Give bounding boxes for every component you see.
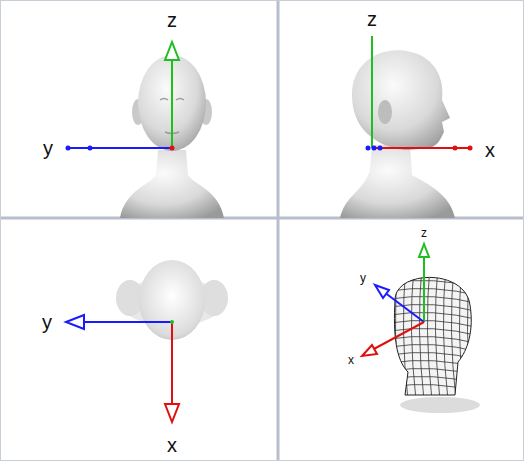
axis-label: z — [421, 227, 427, 239]
axis-label: x — [485, 140, 495, 160]
axis-label: z — [167, 10, 177, 30]
axis-label: y — [43, 138, 53, 158]
axis-label: x — [348, 354, 354, 366]
axis-label: y — [42, 312, 52, 332]
axis-label: z — [367, 9, 377, 29]
axis-label: x — [167, 435, 177, 455]
axis-label: y — [360, 272, 366, 284]
